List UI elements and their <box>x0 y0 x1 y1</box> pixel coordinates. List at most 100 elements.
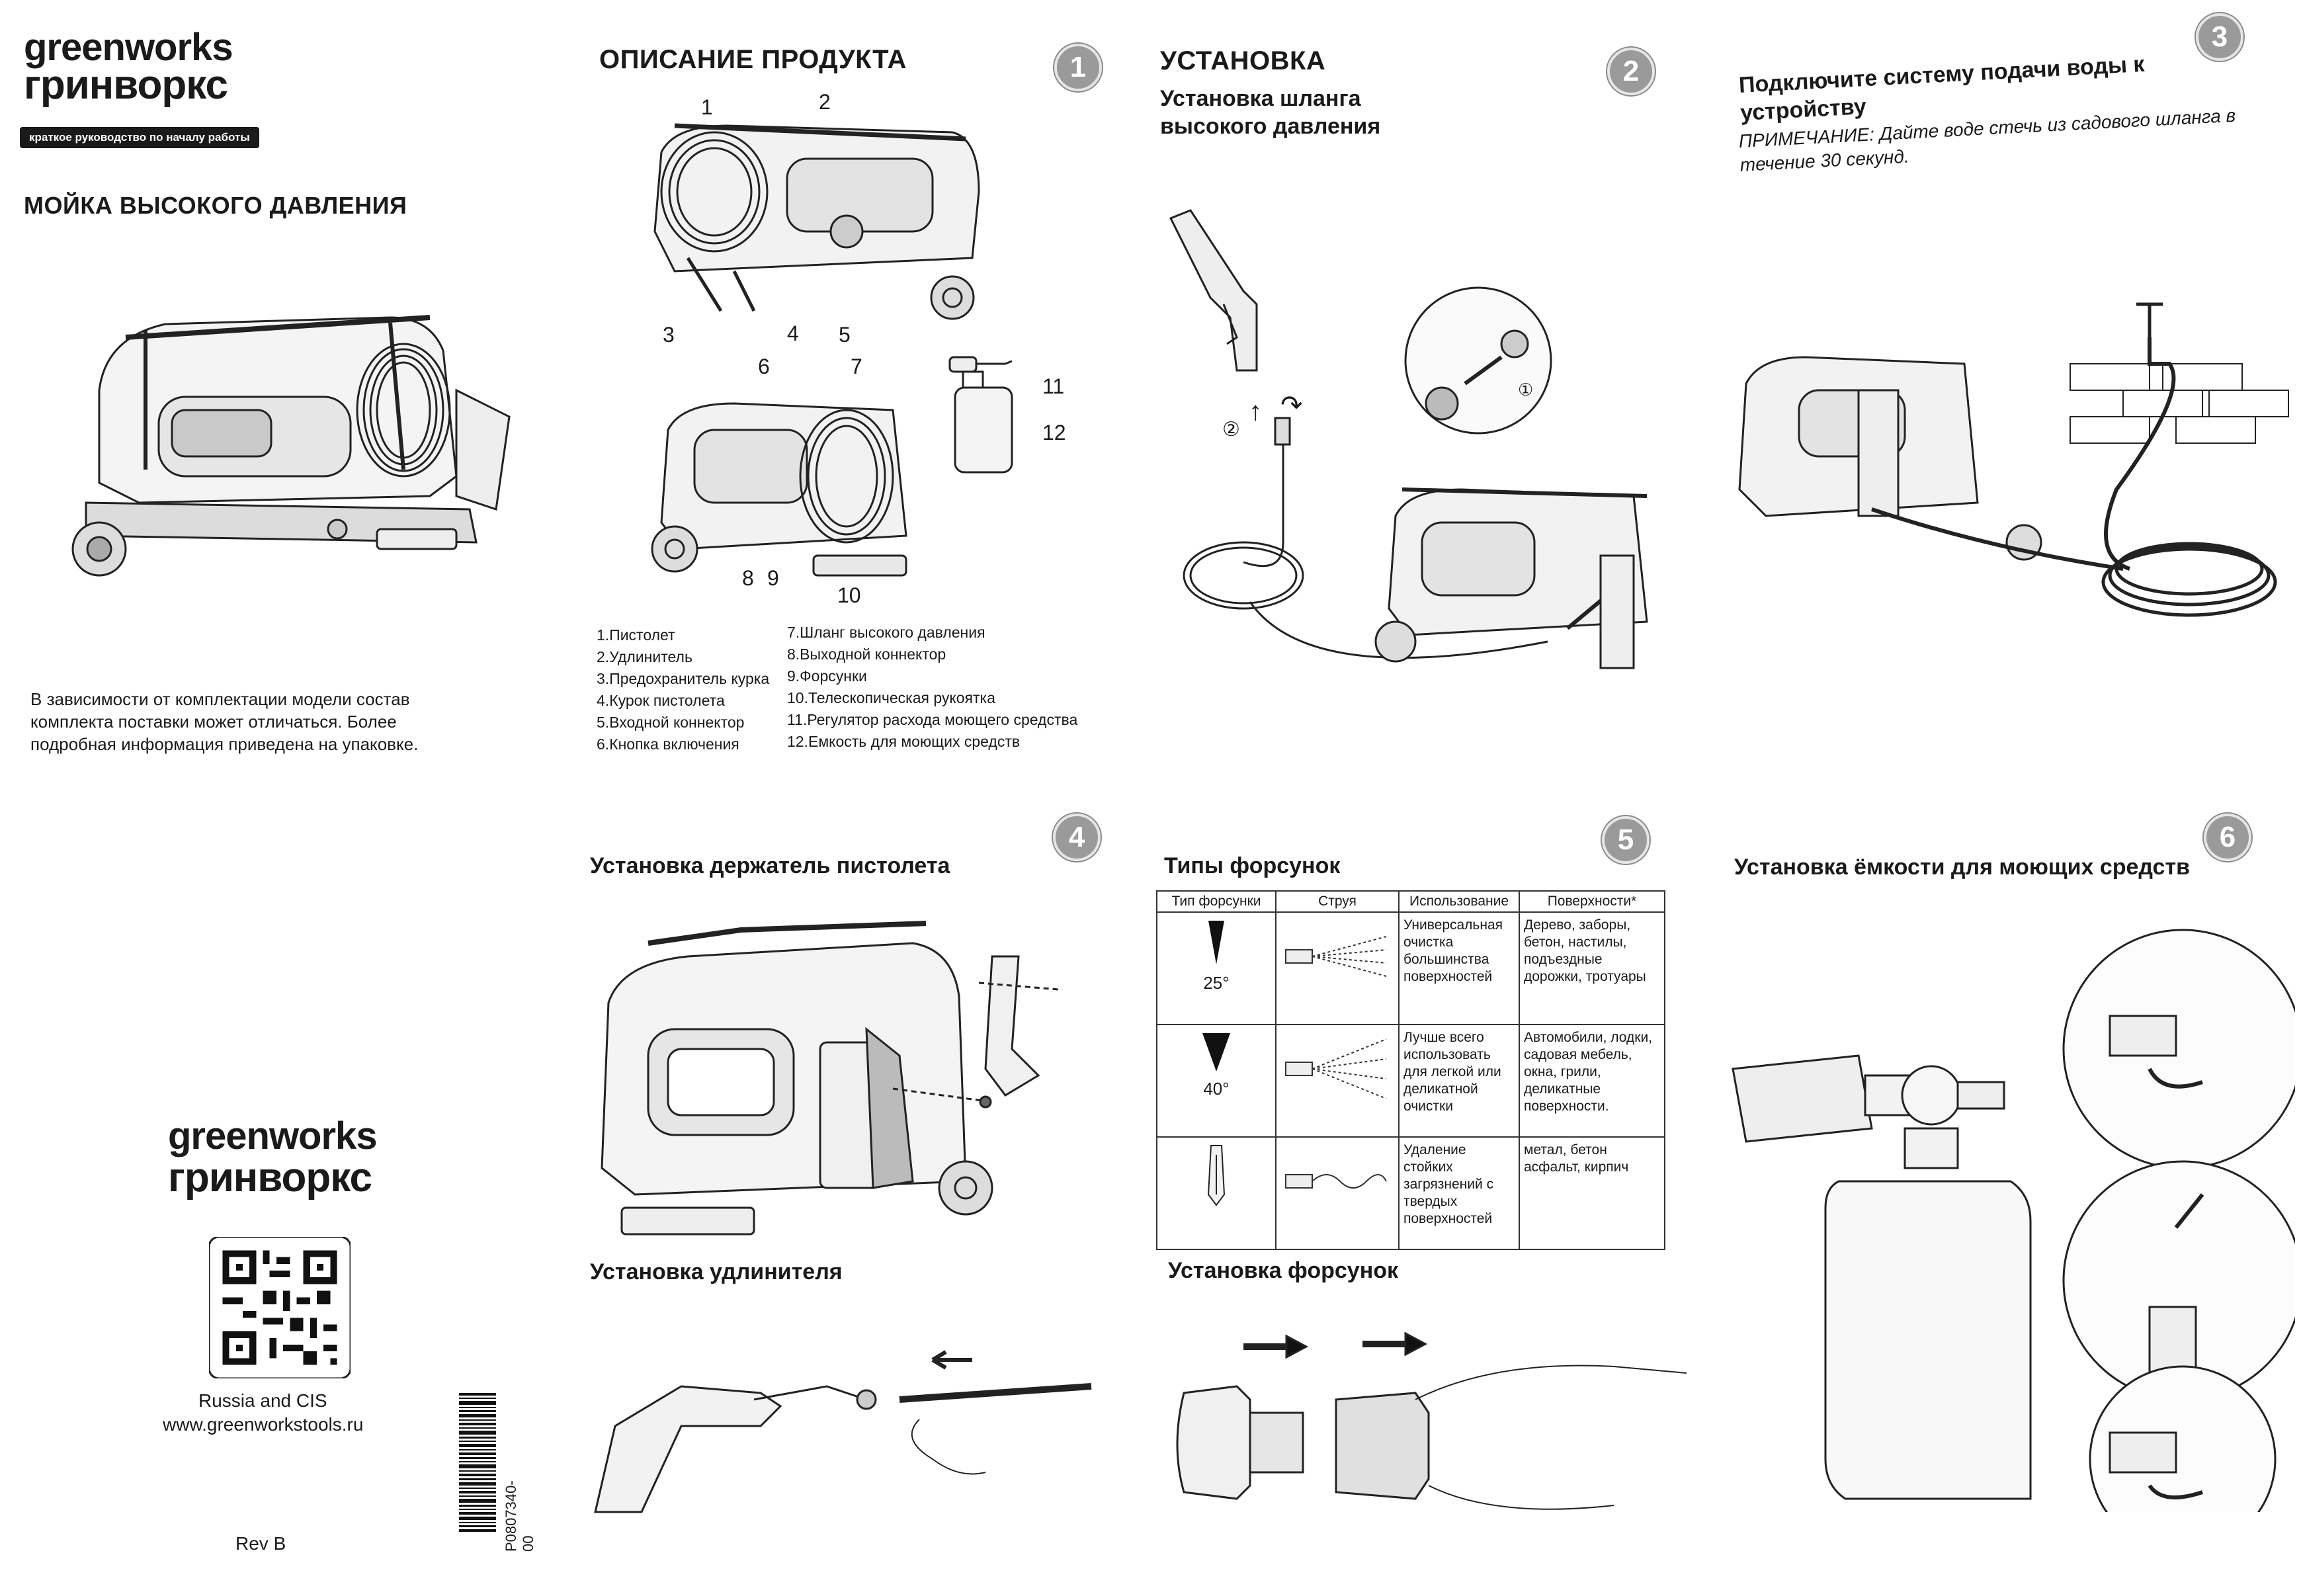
brand-logo-en: greenworks <box>24 26 233 69</box>
washer-connect-drawing <box>1369 476 1660 675</box>
barcode <box>459 1393 496 1557</box>
svg-text:①: ① <box>1518 380 1533 399</box>
cover-title: МОЙКА ВЫСОКОГО ДАВЛЕНИЯ <box>24 192 407 219</box>
fan-spray-icon <box>1285 936 1387 977</box>
nozzle-surfaces: Автомобили, лодки, садовая мебель, окна,… <box>1519 1024 1665 1138</box>
nozzle-table-header: Поверхности* <box>1519 890 1665 913</box>
table-row: 25° Универсальная очистка большинства по… <box>1156 911 1665 1025</box>
website-link[interactable]: www.greenworkstools.ru <box>163 1414 364 1435</box>
nozzle-table-header: Использование <box>1398 890 1520 913</box>
nozzle-25-icon <box>1208 921 1224 964</box>
step-badge-5: 5 <box>1602 816 1650 864</box>
install-nozzles-title: Установка форсунок <box>1168 1258 1399 1283</box>
legend-item: 11.Регулятор расхода моющего средства <box>787 711 1078 728</box>
legend-item: 6.Кнопка включения <box>597 735 739 753</box>
nozzles-panel: Типы форсунок 5 Тип форсунки Струя Испол… <box>1151 798 1726 1595</box>
callout-9: 9 <box>767 566 779 590</box>
detergent-bottle-drawing <box>946 351 1025 476</box>
legend-item: 12.Емкость для моющих средств <box>787 733 1021 750</box>
step-badge-1: 1 <box>1054 44 1102 91</box>
installation-subtitle: Установка шланга высокого давления <box>1160 86 1381 139</box>
callout-2: 2 <box>819 90 831 114</box>
nozzle-usage: Лучше всего использовать для легкой или … <box>1398 1024 1520 1138</box>
legend-right: 7.Шланг высокого давления 8.Выходной кон… <box>787 622 1077 753</box>
legend-item: 1.Пистолет <box>597 626 675 644</box>
nozzle-table-header: Тип форсунки <box>1156 890 1276 913</box>
legend-item: 10.Телескопическая рукоятка <box>787 689 995 706</box>
revision-label: Rev B <box>235 1533 286 1554</box>
gun-holder-panel: Установка держатель пистолета 4 Установк… <box>575 798 1150 1595</box>
step-badge-6: 6 <box>2204 814 2251 861</box>
rotate-arrow-icon: ↷ <box>1280 391 1303 420</box>
legend-item: 3.Предохранитель курка <box>597 670 770 687</box>
pressure-washer-illustration <box>60 311 516 582</box>
hose-coil-drawing <box>1177 410 1574 688</box>
brand-tagline: краткое руководство по началу работы <box>20 127 259 148</box>
product-description-panel: ОПИСАНИЕ ПРОДУКТА 1 1 2 3 4 5 6 7 8 9 10 <box>575 0 1150 798</box>
callout-10: 10 <box>837 583 861 607</box>
detergent-panel: Установка ёмкости для моющих средств 6 <box>1726 798 2301 1595</box>
back-logo-ru: гринворкс <box>168 1155 372 1200</box>
nozzle-surfaces: метал, бетон асфальт, кирпич <box>1519 1136 1665 1250</box>
cover-note: В зависимости от комплектации модели сос… <box>30 689 419 754</box>
legend-item: 4.Курок пистолета <box>597 692 725 709</box>
product-description-title: ОПИСАНИЕ ПРОДУКТА <box>599 45 907 74</box>
callout-8: 8 <box>742 566 754 590</box>
table-row: 40° Лучше всего использовать для легкой … <box>1156 1024 1665 1138</box>
water-connection-panel: 3 Подключите систему подачи воды к устро… <box>1726 0 2301 798</box>
legend-left: 1.Пистолет 2.Удлинитель 3.Предохранитель… <box>597 624 769 755</box>
table-row: Удаление стойких загрязнений с твердых п… <box>1156 1136 1665 1250</box>
callout-6: 6 <box>758 355 770 378</box>
callout-5: 5 <box>839 323 851 347</box>
step-badge-3: 3 <box>2196 13 2243 61</box>
nozzle-40-icon <box>1202 1033 1230 1071</box>
legend-item: 8.Выходной коннектор <box>787 646 946 663</box>
callout-12: 12 <box>1042 421 1066 444</box>
product-exploded-bottom <box>642 390 919 589</box>
cover-panel: greenworks гринворкс краткое руководство… <box>0 0 575 798</box>
qr-code <box>209 1237 351 1378</box>
callout-4: 4 <box>787 321 799 345</box>
detergent-title: Установка ёмкости для моющих средств <box>1734 855 2191 880</box>
back-logo-en: greenworks <box>168 1114 378 1157</box>
extension-drawing <box>589 1347 1105 1545</box>
region-label: Russia and CIS <box>198 1390 327 1411</box>
product-exploded-top <box>635 112 992 324</box>
callout-3: 3 <box>663 323 675 347</box>
install-nozzles-drawing <box>1164 1307 1706 1532</box>
brand-logo-ru: гринворкс <box>24 62 228 108</box>
legend-item: 5.Входной коннектор <box>597 714 745 731</box>
gun-holder-drawing <box>582 903 1098 1261</box>
legend-item: 7.Шланг высокого давления <box>787 624 985 641</box>
turbo-nozzle-icon <box>1207 1145 1226 1206</box>
extension-title: Установка удлинителя <box>590 1259 843 1284</box>
installation-panel: УСТАНОВКА 2 Установка шланга высокого да… <box>1151 0 1726 798</box>
wide-spray-icon <box>1285 1038 1387 1099</box>
legend-item: 9.Форсунки <box>787 667 867 685</box>
mark-2: ② <box>1222 419 1240 441</box>
step-badge-2: 2 <box>1607 48 1655 95</box>
back-cover-panel: greenworks гринворкс Russia and CIS www.… <box>0 798 575 1595</box>
nozzles-title: Типы форсунок <box>1164 853 1341 878</box>
detergent-tank-drawing <box>1726 917 2295 1512</box>
callout-1: 1 <box>701 95 713 119</box>
nozzle-table: Тип форсунки Струя Использование Поверхн… <box>1156 890 1665 1250</box>
arrow-up-icon: ↑ <box>1249 397 1262 426</box>
nozzle-angle: 25° <box>1203 973 1230 993</box>
nozzle-surfaces: Дерево, заборы, бетон, настилы, подъездн… <box>1519 911 1665 1025</box>
gun-holder-title: Установка держатель пистолета <box>590 853 950 878</box>
callout-11: 11 <box>1042 374 1065 398</box>
legend-item: 2.Удлинитель <box>597 648 692 665</box>
nozzle-usage: Универсальная очистка большинства поверх… <box>1398 911 1520 1025</box>
inlet-zoom-drawing: ① <box>1402 284 1554 437</box>
step-badge-4: 4 <box>1053 814 1101 861</box>
nozzle-usage: Удаление стойких загрязнений с твердых п… <box>1398 1136 1520 1250</box>
nozzle-table-header: Струя <box>1275 890 1400 913</box>
installation-title: УСТАНОВКА <box>1160 46 1326 75</box>
spray-gun-drawing <box>1164 205 1296 377</box>
part-number: P0807340-00 <box>503 1480 536 1552</box>
callout-7: 7 <box>851 355 862 378</box>
turbo-spray-icon <box>1285 1174 1387 1189</box>
water-supply-drawing <box>1726 291 2295 655</box>
nozzle-angle: 40° <box>1203 1079 1230 1099</box>
